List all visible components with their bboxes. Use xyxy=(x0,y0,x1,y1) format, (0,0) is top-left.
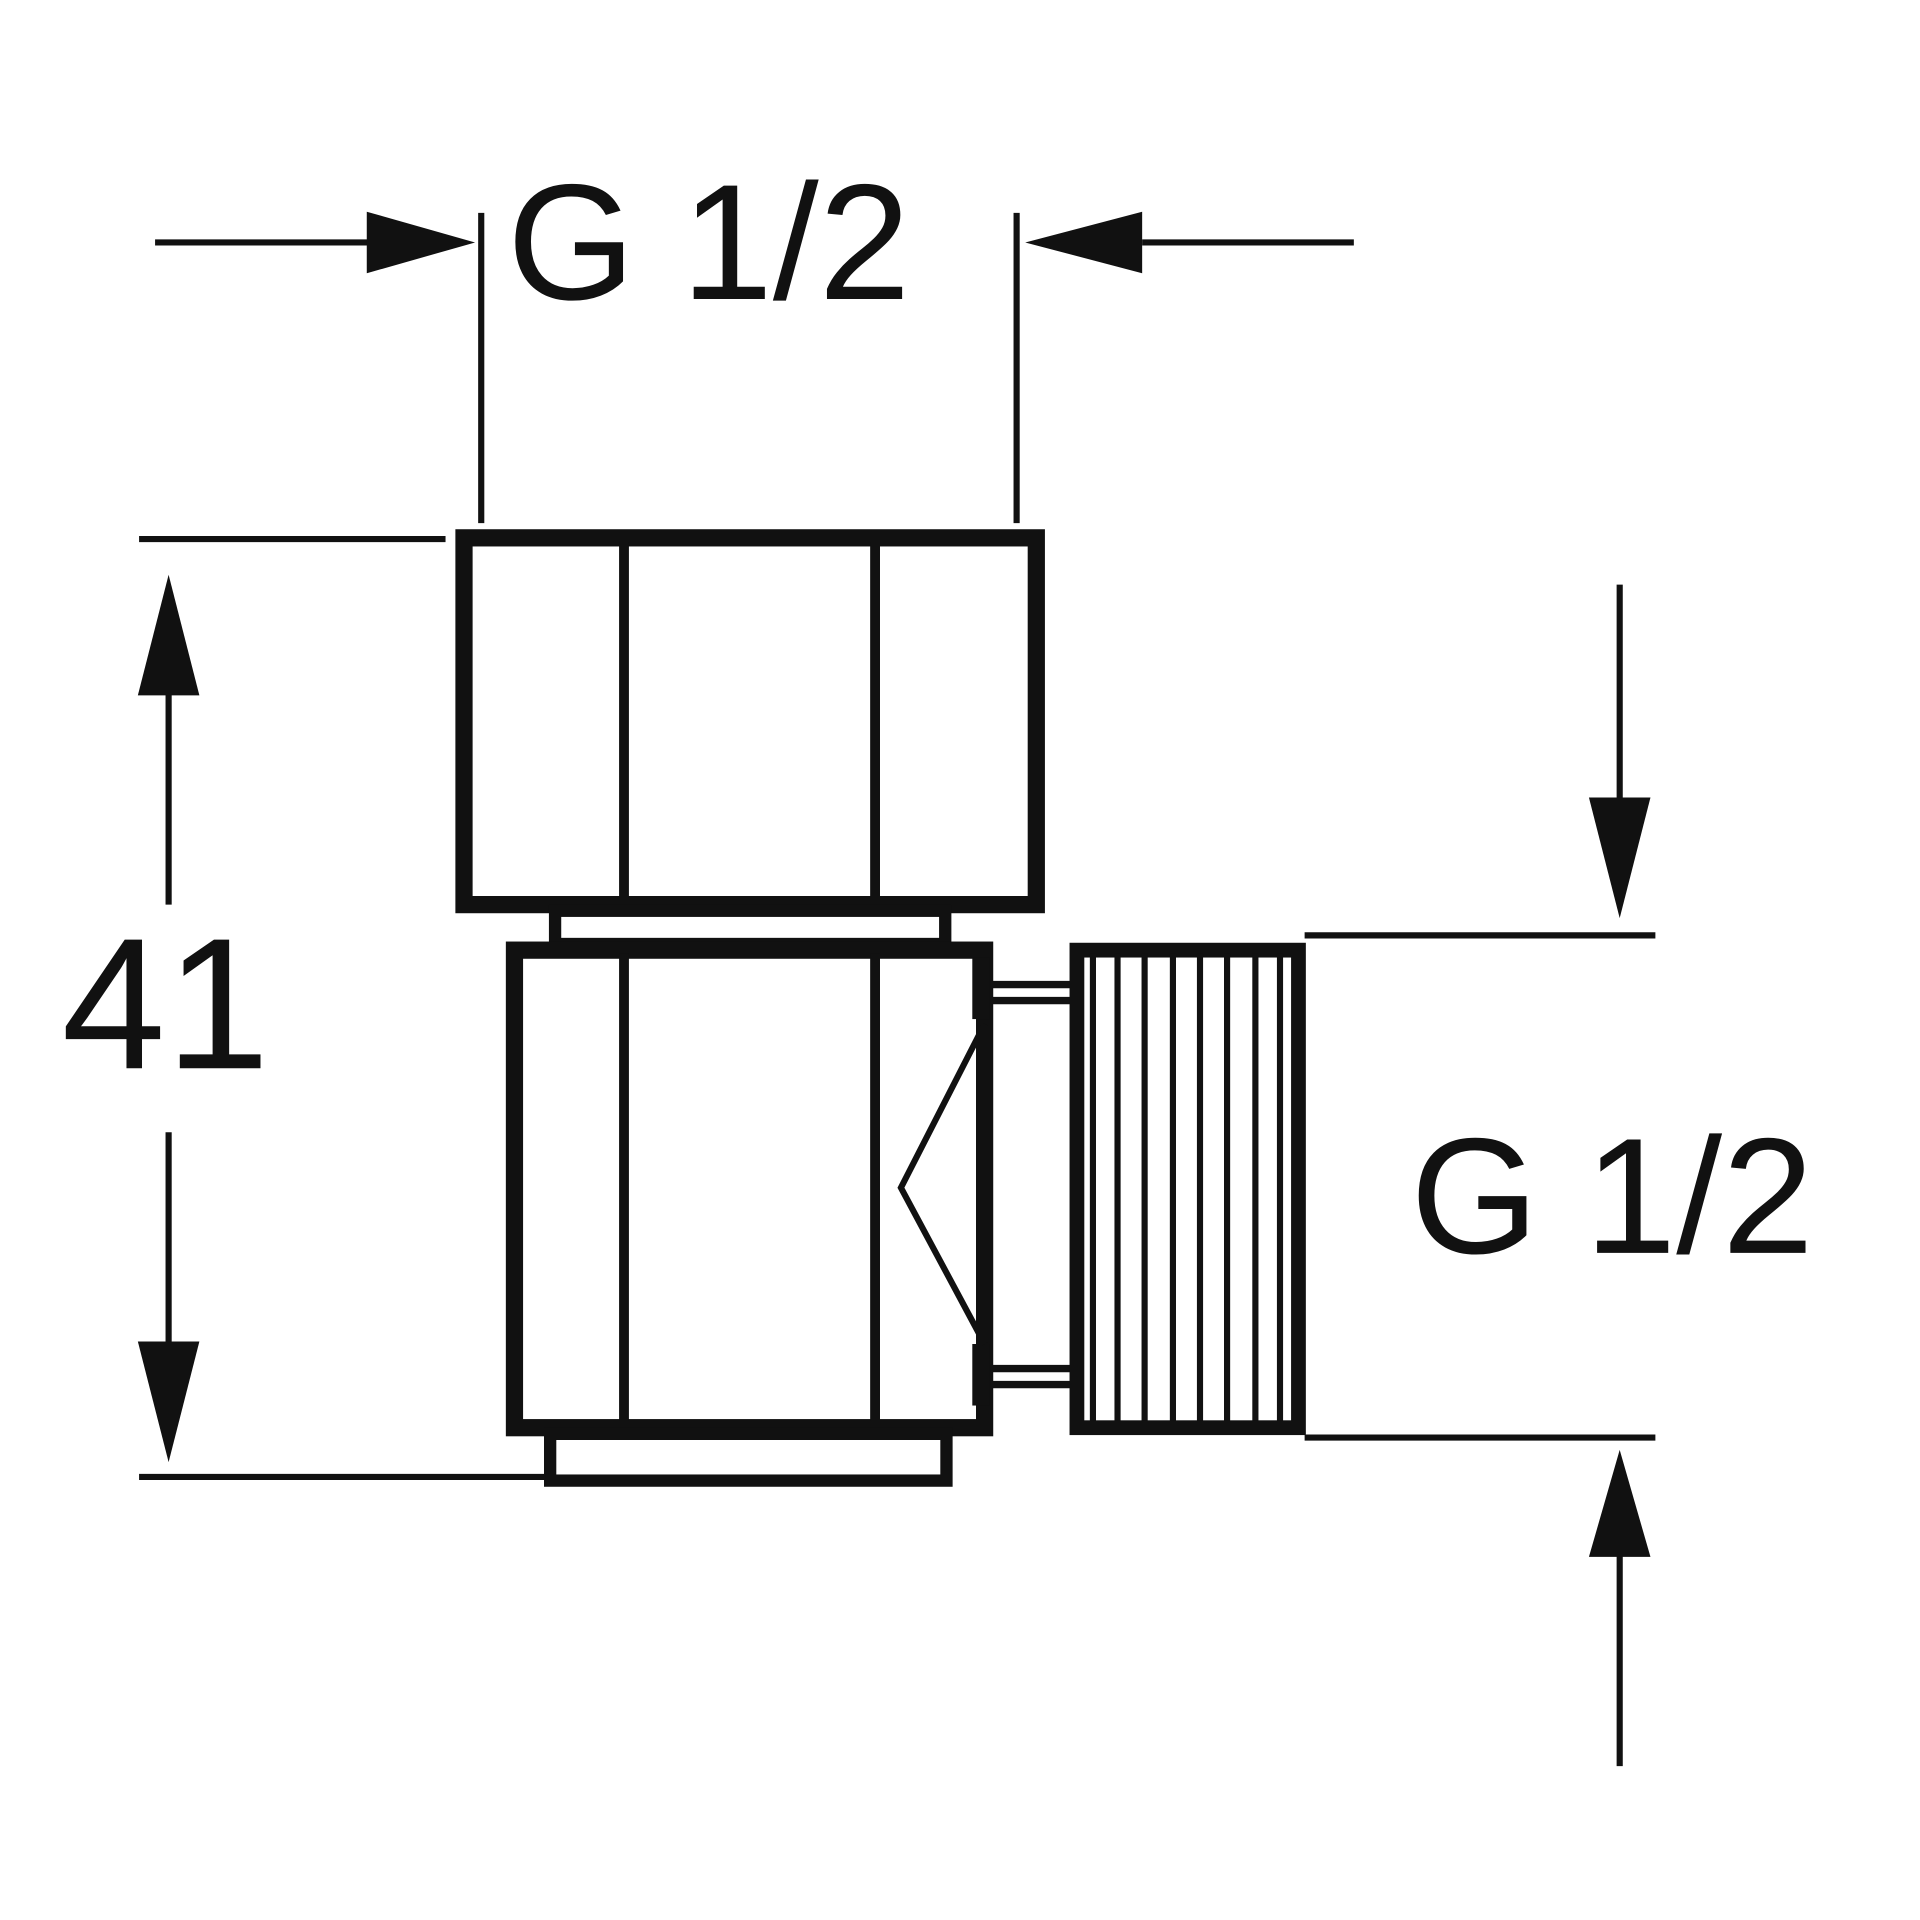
thread-lines xyxy=(1089,953,1284,1422)
arrowhead-down-icon xyxy=(1588,797,1651,919)
top-nut xyxy=(455,529,1045,914)
bottom-ring xyxy=(544,1427,953,1487)
arrowhead-down-icon xyxy=(137,1341,200,1463)
arrowhead-left-icon xyxy=(1025,211,1143,274)
side-tube xyxy=(990,980,1074,1389)
height-dimension xyxy=(139,536,546,1480)
cone-seat xyxy=(897,1022,988,1346)
top-dimension xyxy=(155,212,1354,524)
top-dimension-label: G 1/2 xyxy=(507,150,910,334)
neck-ring xyxy=(548,904,952,951)
body-notch xyxy=(972,1344,990,1406)
arrowhead-right-icon xyxy=(366,211,476,274)
threaded-connector xyxy=(1069,942,1306,1436)
height-dimension-label: 41 xyxy=(62,899,270,1108)
arrowhead-up-icon xyxy=(137,574,200,696)
side-dimension xyxy=(1304,584,1656,1767)
body-notch xyxy=(972,957,990,1020)
arrowhead-up-icon xyxy=(1588,1449,1651,1557)
lower-body xyxy=(505,941,994,1437)
side-dimension-label: G 1/2 xyxy=(1410,1104,1813,1288)
